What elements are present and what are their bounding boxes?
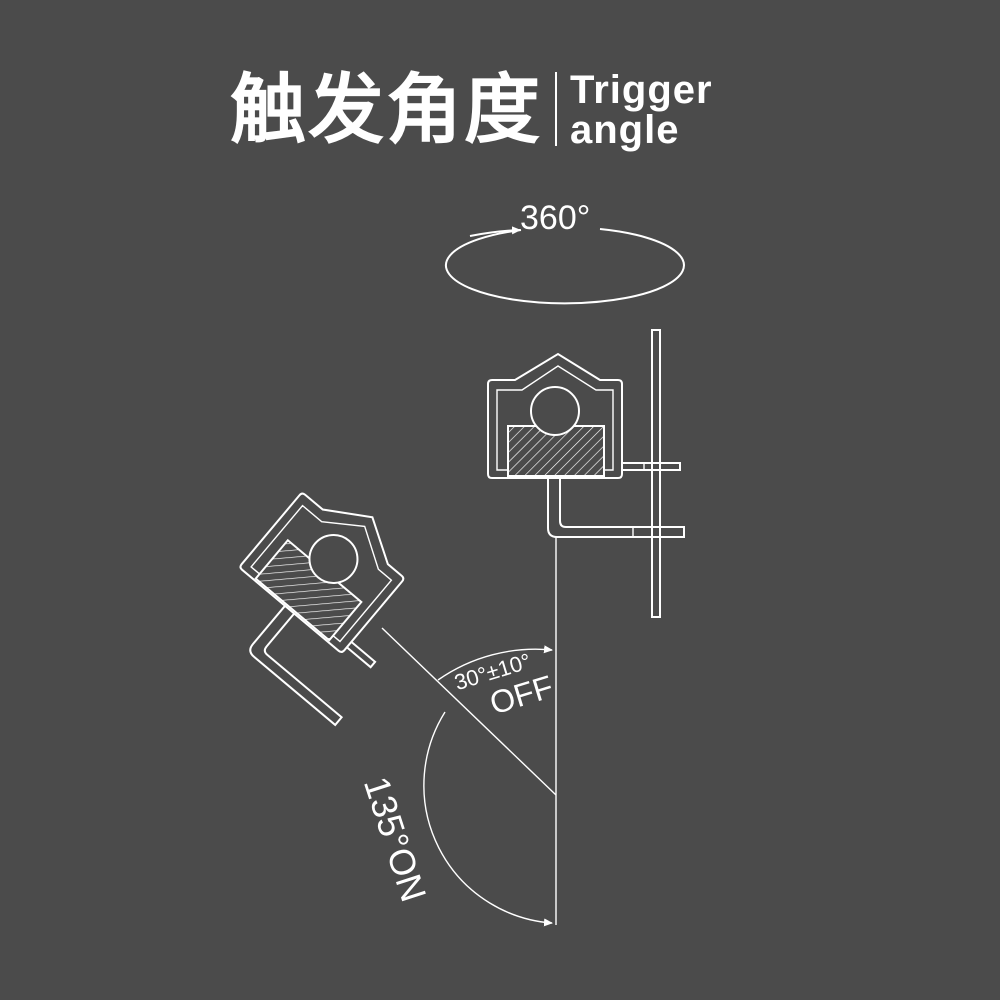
on-angle-label: 135°ON [356, 772, 435, 907]
title-chinese: 触发角度 [230, 65, 542, 154]
tilted-magnet-ball [308, 533, 359, 584]
mounting-plate [651, 329, 661, 618]
rotation-arrow-icon [469, 226, 521, 237]
rotation-ellipse [444, 228, 685, 305]
switch-upright [487, 329, 685, 618]
off-label-group: 30°±10° OFF [451, 648, 557, 721]
upper-bracket [622, 462, 681, 471]
on-label-group: 135°ON [356, 772, 435, 907]
title-english-line2: angle [570, 108, 679, 152]
switch-tilted [239, 492, 405, 727]
title-block: 触发角度 Trigger angle [230, 65, 713, 154]
switch-housing [487, 352, 623, 479]
rotation-indicator: 360° [444, 199, 685, 305]
tilted-housing-inner [250, 504, 393, 643]
rotation-label: 360° [520, 199, 590, 237]
tilted-reference-line [381, 627, 557, 796]
tilted-upper-bracket [346, 641, 377, 669]
magnet-ball [530, 386, 580, 436]
tilted-switch-housing [239, 492, 405, 653]
title-english-line1: Trigger [570, 68, 713, 112]
housing-inner [496, 365, 614, 471]
tilted-l-bracket [249, 605, 344, 727]
l-bracket [547, 478, 685, 538]
on-angle-arc [423, 711, 553, 927]
off-angle-arc [437, 645, 553, 681]
